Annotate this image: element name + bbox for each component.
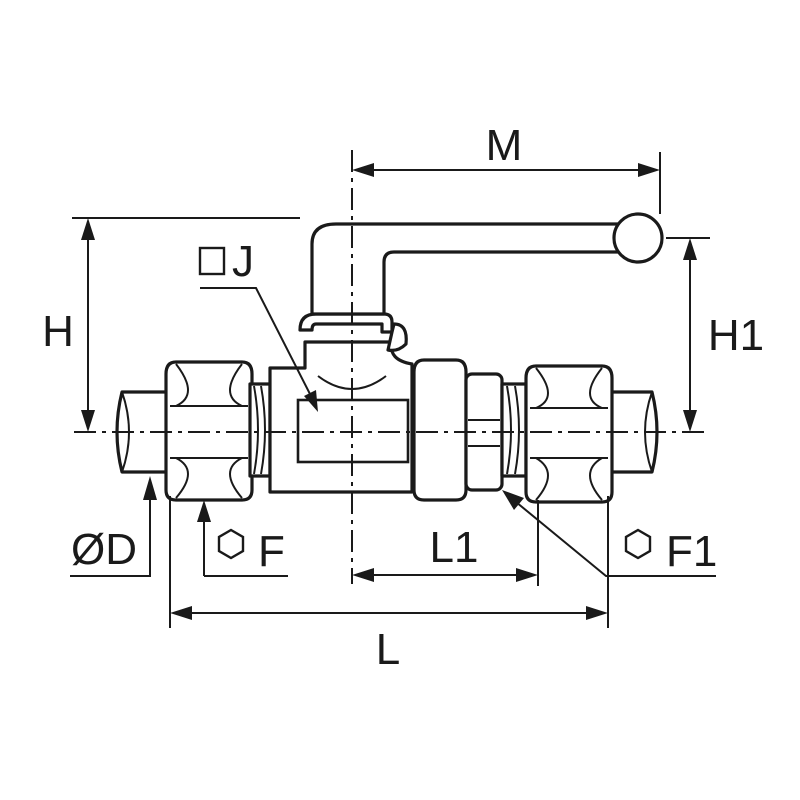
- callout-j: J: [198, 237, 318, 412]
- callout-f: F: [197, 500, 288, 577]
- hexagon-icon: [217, 528, 245, 560]
- right-thread: [500, 382, 528, 478]
- label-f1: F1: [666, 527, 717, 576]
- handle-clip: [298, 312, 408, 352]
- dimension-h: H: [42, 217, 300, 432]
- label-j: J: [232, 237, 254, 286]
- hexagon-icon: [624, 528, 652, 560]
- right-pipe: [598, 390, 659, 474]
- valve-body: [268, 340, 414, 494]
- label-l1: L1: [430, 523, 479, 572]
- label-d: ØD: [71, 525, 137, 574]
- right-compression-nut: [524, 364, 614, 504]
- label-h1: H1: [708, 311, 764, 360]
- union-collar: [412, 358, 468, 502]
- dimension-d: ØD: [70, 476, 157, 577]
- left-thread: [248, 382, 272, 478]
- label-m: M: [486, 121, 523, 170]
- square-icon: [198, 246, 226, 276]
- dimension-h1: H1: [666, 237, 764, 432]
- callout-f1: F1: [502, 490, 717, 577]
- dimension-l: L: [169, 496, 609, 674]
- label-l: L: [376, 625, 400, 674]
- handle-lever: [310, 212, 664, 316]
- dimension-m: M: [352, 121, 661, 214]
- label-h: H: [42, 307, 74, 356]
- dimension-l1: L1: [352, 500, 539, 586]
- label-f: F: [258, 527, 285, 576]
